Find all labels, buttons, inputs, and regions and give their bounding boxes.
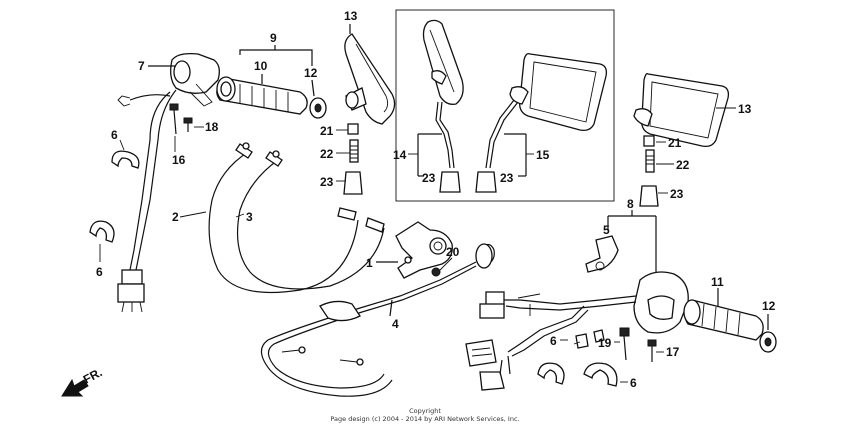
callout-6-lower-right: 6 (630, 376, 637, 390)
callout-9: 9 (270, 31, 277, 45)
callout-22-right: 22 (676, 158, 690, 172)
copyright-line-2: Page design (c) 2004 - 2014 by ARI Netwo… (330, 415, 520, 423)
left-switch-housing (148, 52, 220, 107)
callout-20: 20 (446, 245, 460, 259)
screw-18 (183, 117, 204, 132)
callout-10: 10 (254, 59, 268, 73)
callout-23-left: 23 (320, 175, 334, 189)
inset-mirror-right (475, 52, 608, 193)
callout-16: 16 (172, 153, 186, 167)
callout-6-upper-left: 6 (111, 128, 118, 142)
callout-12-top: 12 (304, 66, 318, 80)
callout-11: 11 (711, 275, 724, 289)
callout-1: 1 (366, 256, 373, 270)
inset-mirror-left (408, 19, 464, 193)
right-mirror-assembly (633, 72, 736, 207)
callout-23-inset-right: 23 (500, 171, 514, 185)
callout-19: 19 (598, 336, 612, 350)
cable-clamp-lower-center (537, 362, 565, 385)
screw-17 (647, 339, 664, 362)
callout-23-inset-left: 23 (422, 171, 436, 185)
callout-23-right: 23 (670, 187, 684, 201)
callout-6-lower-center: 6 (550, 334, 557, 348)
cable-bracket (376, 221, 453, 279)
right-switch-harness (465, 291, 637, 391)
leader-lines (99, 136, 581, 345)
callout-3: 3 (246, 210, 253, 224)
callout-18: 18 (205, 120, 219, 134)
callout-21-right: 21 (668, 136, 682, 150)
callout-13-left: 13 (344, 9, 358, 23)
copyright-line-1: Copyright (409, 407, 441, 415)
callout-21-left: 21 (320, 124, 334, 138)
right-grip (683, 288, 764, 341)
left-switch-wire (117, 89, 177, 291)
callout-15: 15 (536, 148, 550, 162)
callout-12-right: 12 (762, 299, 776, 313)
cable-clamp-lower-left (89, 220, 115, 243)
throttle-grip-assembly (216, 45, 327, 119)
callout-7: 7 (138, 59, 145, 73)
cable-4 (260, 243, 495, 397)
front-direction-indicator: FR. (61, 365, 104, 397)
callout-13-right: 13 (738, 102, 752, 116)
left-mirror-assembly (336, 24, 396, 195)
throttle-cables (179, 142, 385, 294)
callout-2: 2 (172, 210, 179, 224)
screw-16 (169, 103, 179, 135)
callout-22-left: 22 (320, 147, 334, 161)
arrow-icon (61, 378, 89, 397)
mirror-inset-box (395, 9, 615, 202)
left-switch-connector (117, 269, 145, 313)
callout-4: 4 (392, 317, 399, 331)
right-switch-housing (585, 210, 689, 334)
screw-19 (614, 327, 630, 361)
callout-17: 17 (666, 345, 680, 359)
cable-clamp-lower-right (583, 362, 618, 387)
callout-8: 8 (627, 197, 634, 211)
callout-6-lower-left: 6 (96, 265, 103, 279)
grip-end-12 (759, 314, 777, 353)
cable-clamp-upper-left (111, 150, 140, 169)
bullet-connectors (575, 329, 605, 349)
callout-14: 14 (393, 148, 407, 162)
callout-5: 5 (603, 223, 610, 237)
